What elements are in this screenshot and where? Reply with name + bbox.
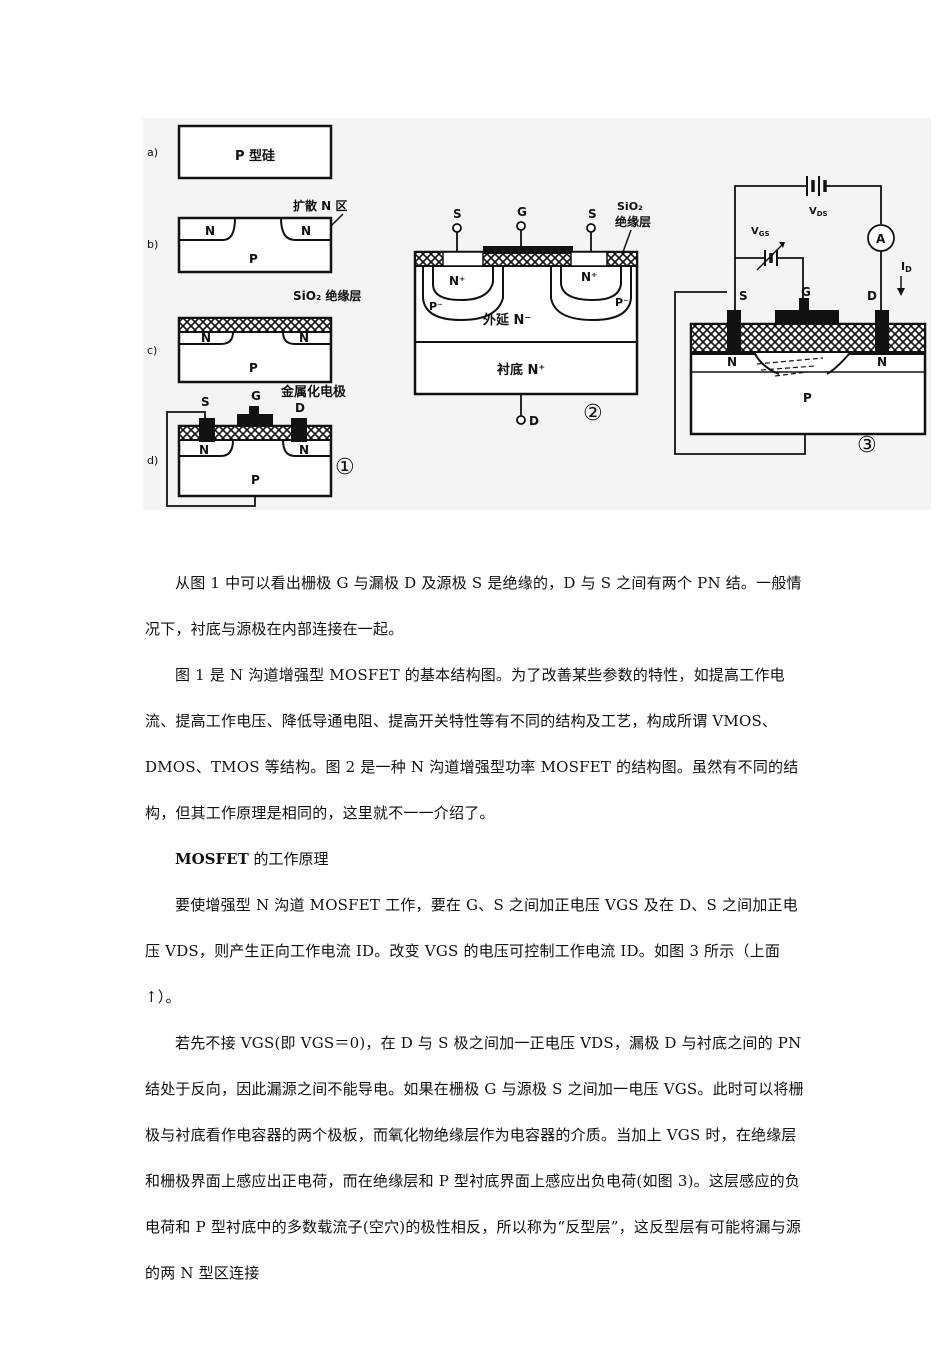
- figure-number-1: ①: [335, 455, 355, 480]
- p-substrate-d: P: [251, 473, 260, 487]
- paragraph-2: 图 1 是 N 沟道增强型 MOSFET 的基本结构图。为了改善某些参数的特性，…: [145, 666, 799, 822]
- n-plus-right: N⁺: [581, 270, 597, 284]
- n-region-left: N: [205, 224, 215, 238]
- paragraph-1: 从图 1 中可以看出栅极 G 与漏极 D 及源极 S 是绝缘的，D 与 S 之间…: [145, 574, 802, 638]
- figure-number-2: ②: [583, 401, 603, 426]
- step-a-label: a): [147, 146, 158, 159]
- heading-bold: MOSFET: [175, 850, 249, 868]
- panel-3-bias-circuit: VDS A ID D VGS S G N N P ③: [674, 176, 927, 458]
- sio2-layer-label: SiO₂ 绝缘层: [293, 288, 361, 303]
- panel-1-process-steps: a) P 型硅 扩散 N 区 b) N N P SiO₂ 绝缘层 c) N N …: [147, 124, 361, 507]
- paragraph-4: 若先不接 VGS(即 VGS＝0)，在 D 与 S 极之间加一正电压 VDS，漏…: [145, 1034, 804, 1282]
- drain-label-2: D: [529, 414, 539, 428]
- p-minus-right: P⁻: [615, 296, 629, 309]
- gate-label-1: G: [251, 389, 261, 403]
- drain-label-1: D: [295, 401, 305, 415]
- heading-rest: 的工作原理: [248, 850, 329, 868]
- diffused-n-label: 扩散 N 区: [293, 198, 347, 213]
- n-region-left-d: N: [199, 443, 209, 457]
- p-minus-left: P⁻: [429, 300, 443, 313]
- vds-label: VDS: [809, 206, 828, 218]
- source-label-2b: S: [588, 207, 597, 221]
- source-label-3: S: [739, 289, 748, 303]
- step-c-label: c): [147, 344, 157, 357]
- source-label-2a: S: [453, 207, 462, 221]
- article-body: 从图 1 中可以看出栅极 G 与漏极 D 及源极 S 是绝缘的，D 与 S 之间…: [145, 560, 807, 1296]
- step-d-label: d): [147, 454, 158, 467]
- vgs-label: VGS: [751, 226, 770, 238]
- insulator-label-2: 绝缘层: [615, 214, 651, 229]
- n-region-right-d: N: [299, 443, 309, 457]
- source-label-1: S: [201, 395, 210, 409]
- ammeter-label: A: [876, 232, 886, 246]
- p-substrate-b: P: [249, 252, 258, 266]
- n-region-left-3: N: [727, 355, 737, 369]
- paragraph-3: 要使增强型 N 沟道 MOSFET 工作，要在 G、S 之间加正电压 VGS 及…: [145, 896, 798, 1006]
- p-silicon-label: P 型硅: [235, 148, 275, 164]
- gate-label-2: G: [517, 205, 527, 219]
- gate-label-3: G: [801, 285, 811, 299]
- n-region-right: N: [301, 224, 311, 238]
- substrate-label: 衬底 N⁺: [497, 362, 545, 378]
- mosfet-structure-figure: a) P 型硅 扩散 N 区 b) N N P SiO₂ 绝缘层 c) N N …: [143, 118, 931, 510]
- metal-electrode-label: 金属化电极: [280, 384, 347, 400]
- p-substrate-3: P: [803, 391, 812, 405]
- n-region-right-3: N: [877, 355, 887, 369]
- panel-2-power-mosfet: S G S SiO₂ 绝缘层 N⁺ N⁺ P⁻ P⁻ 外延 N⁻ 衬底 N⁺ D…: [413, 200, 651, 428]
- n-region-left-c: N: [201, 331, 211, 345]
- figure-number-3: ③: [857, 433, 877, 458]
- n-plus-left: N⁺: [449, 274, 465, 288]
- drain-label-3: D: [867, 289, 877, 303]
- n-region-right-c: N: [299, 331, 309, 345]
- step-b-label: b): [147, 238, 158, 251]
- sio2-label-2: SiO₂: [617, 200, 643, 213]
- section-heading: MOSFET 的工作原理: [145, 836, 807, 882]
- p-substrate-c: P: [249, 361, 258, 375]
- epitaxial-layer-label: 外延 N⁻: [482, 312, 531, 328]
- id-label: ID: [901, 260, 912, 274]
